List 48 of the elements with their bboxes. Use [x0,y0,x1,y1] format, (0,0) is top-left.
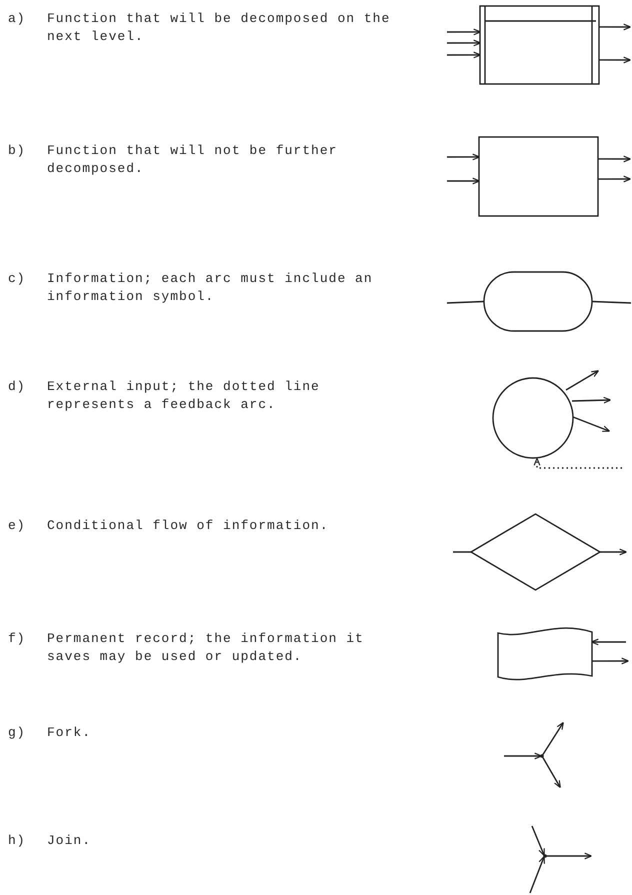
arrow [598,156,632,162]
record-symbol [497,627,593,680]
arrow [590,638,626,646]
list-marker: e) [8,517,26,535]
arrow [592,658,630,664]
arrow [598,176,632,182]
list-marker: h) [8,832,26,850]
box-symbol [478,136,599,217]
arrow [599,24,632,30]
arrow [531,826,545,856]
arrow [447,52,482,58]
description-text: Function that will be decomposed on the next level. [47,10,392,46]
description-text: Function that will not be further decomposed. [47,142,338,178]
arrow [447,178,480,184]
arrow [541,722,564,756]
list-marker: d) [8,378,26,396]
arrow [529,856,545,894]
double-frame-box [479,5,600,85]
list-marker: a) [8,10,26,28]
arrow [546,852,592,860]
description-text: Conditional flow of information. [47,517,330,535]
junction-dot [540,754,544,758]
description-text: Permanent record; the information it saves may be used or updated. [47,630,365,666]
description-text: Fork. [47,724,92,742]
connector-line [446,300,484,304]
arrow [447,154,480,160]
arrow [599,56,632,64]
connector-line [592,300,632,304]
arrow [572,396,612,404]
description-text: Join. [47,832,92,850]
junction-dot [543,854,547,858]
list-marker: c) [8,270,26,288]
list-marker: g) [8,724,26,742]
list-marker: f) [8,630,26,648]
dotted-arrow [534,458,622,469]
arrow [566,370,600,391]
arrow [447,40,482,46]
list-marker: b) [8,142,26,160]
arrow [447,28,482,36]
description-text: External input; the dotted line represents a feedback arc. [47,378,321,414]
arrow [600,548,628,556]
decision-diamond [470,513,602,591]
circle-symbol [492,377,574,459]
arrow [541,756,561,788]
arrow [572,416,610,432]
description-text: Information; each arc must include an information symbol. [47,270,374,306]
connector-line [453,551,471,553]
arrow [504,752,542,760]
